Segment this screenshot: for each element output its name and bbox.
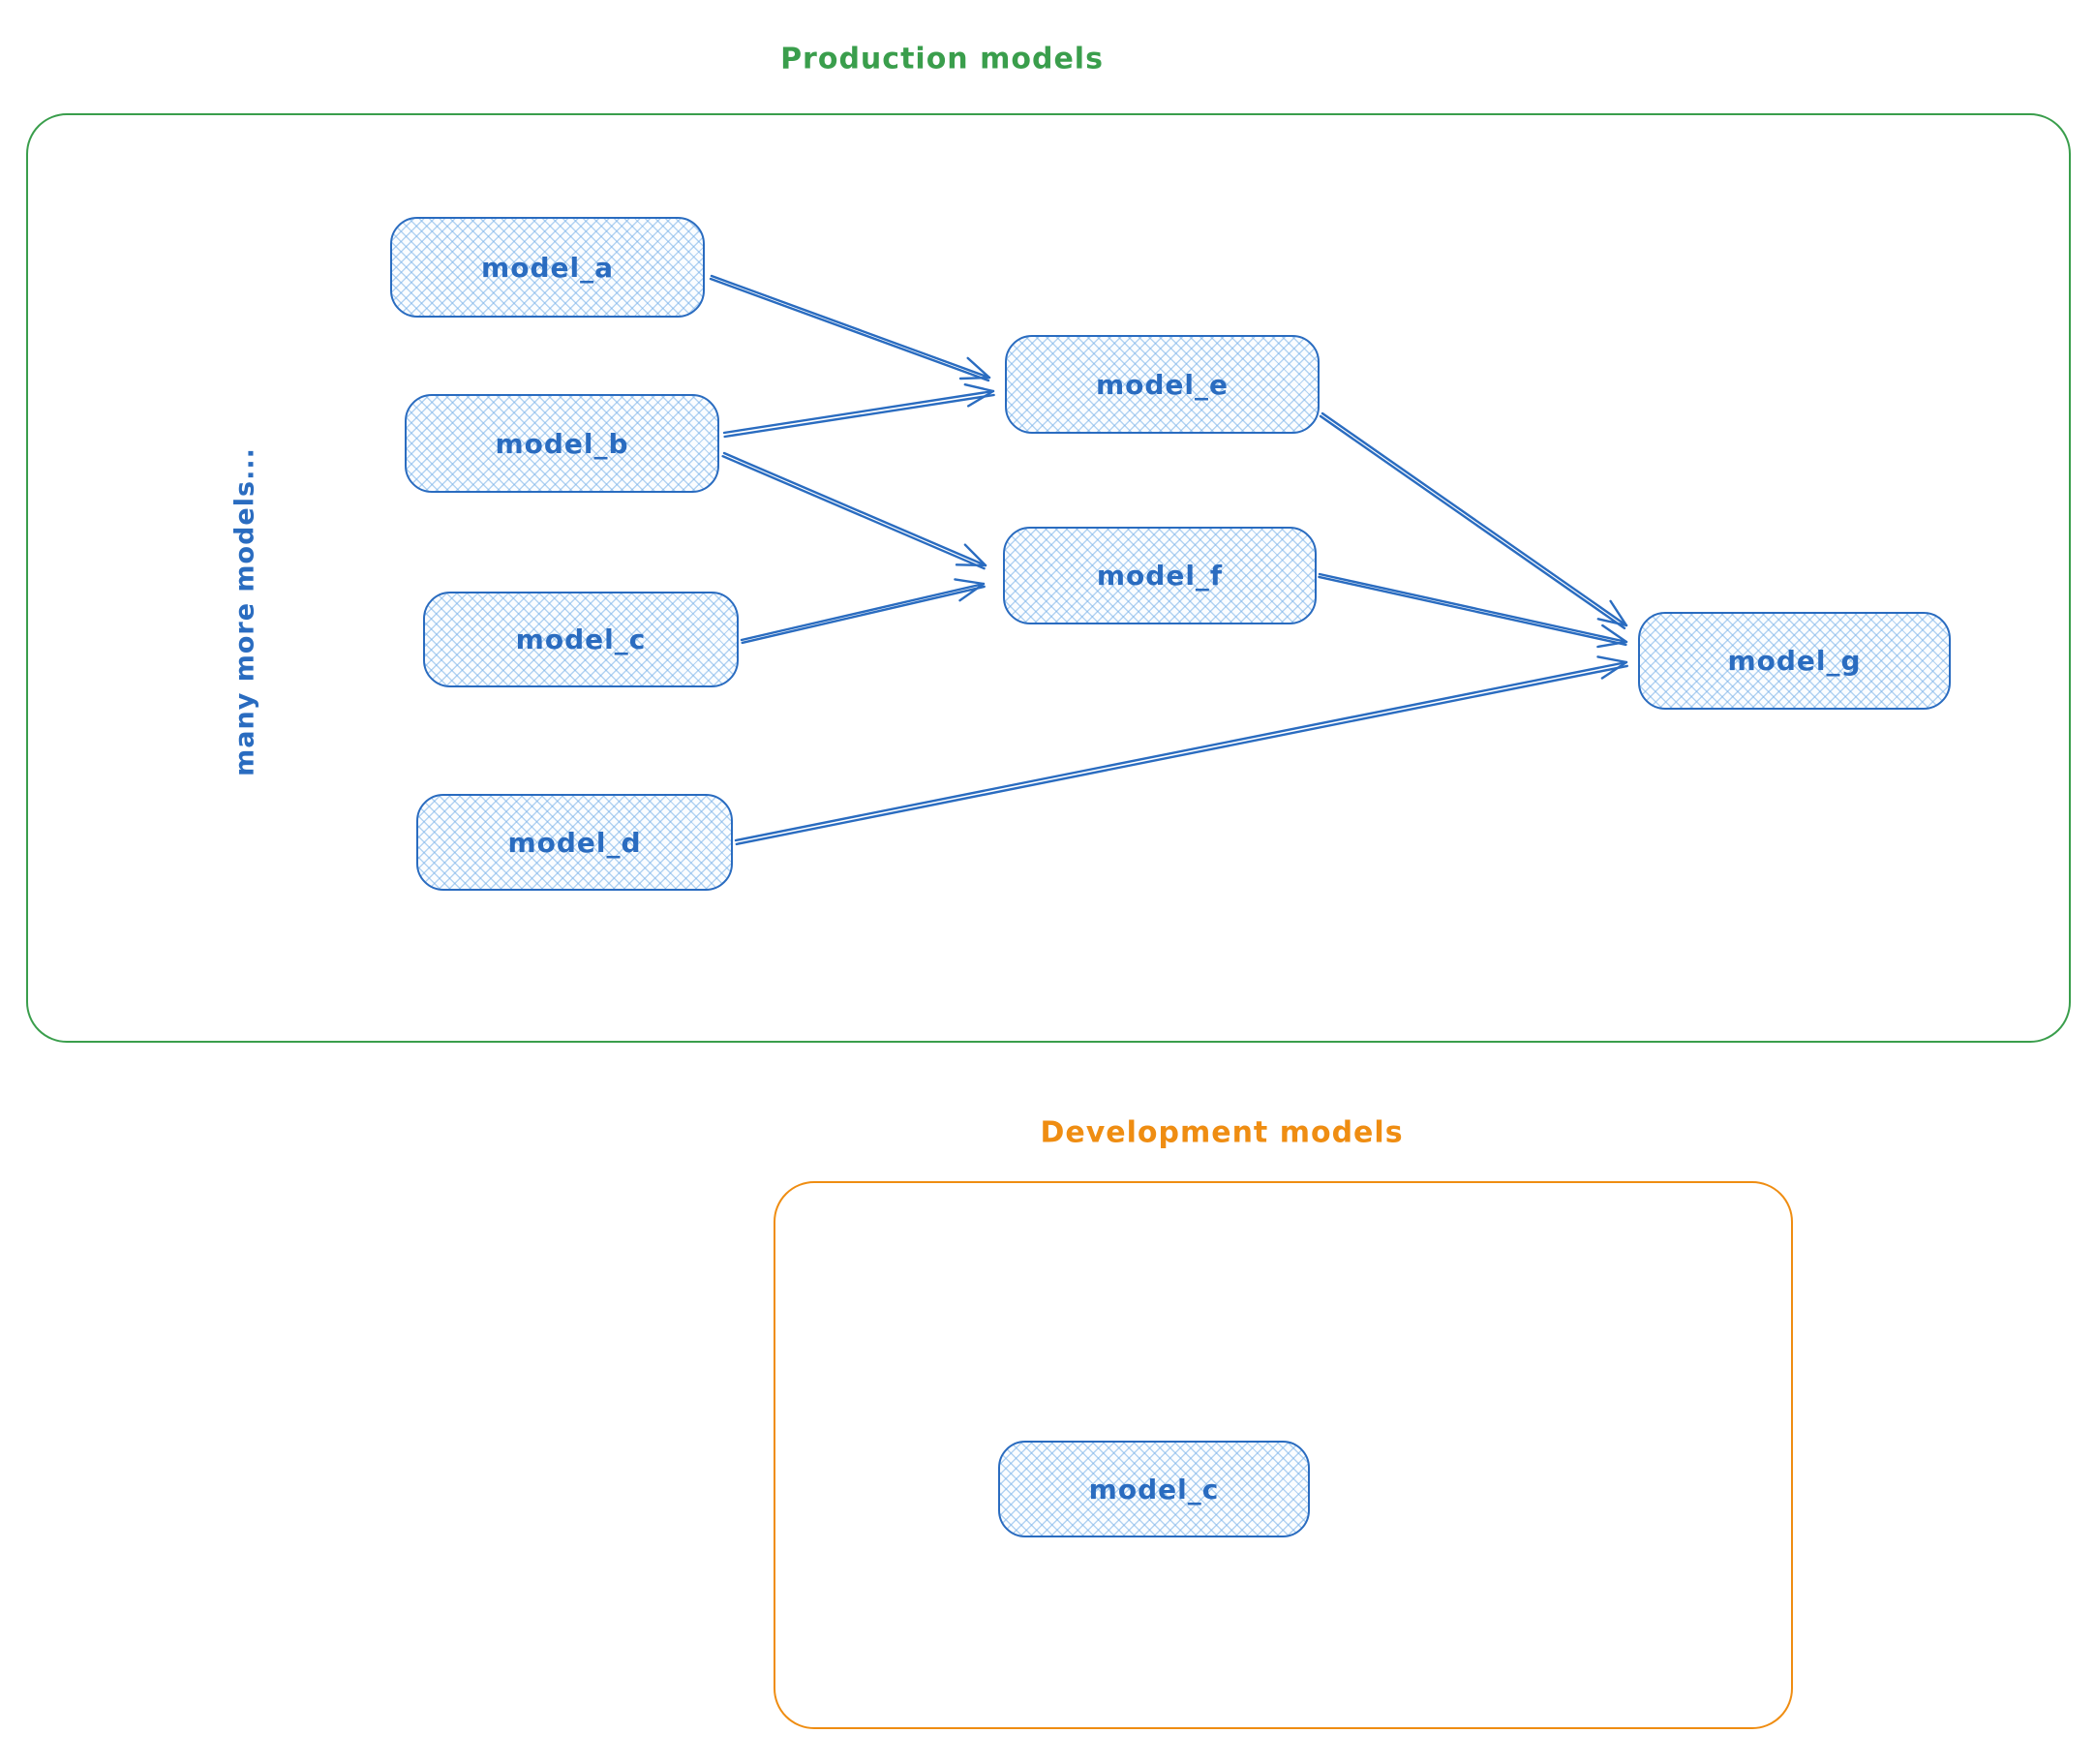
edge-model_a-to-model_e[interactable] [709,274,991,382]
edge-model_c-to-model_f[interactable] [740,578,986,645]
node-model_g-label: model_g [1727,645,1862,677]
node-model_d[interactable]: model_d [416,794,733,891]
development-frame[interactable] [774,1181,1793,1729]
node-model_a[interactable]: model_a [390,217,705,318]
many-more-models-label: many more models... [229,447,260,776]
edge-model_d-to-model_g[interactable] [734,655,1628,846]
node-model_a-label: model_a [481,251,614,284]
production-frame[interactable] [26,113,2071,1043]
node-model_b[interactable]: model_b [405,394,719,493]
node-model_d-label: model_d [507,826,642,859]
development-frame-title: Development models [1040,1115,1404,1150]
node-model_c-label: model_c [515,623,647,655]
edge-model_e-to-model_g[interactable] [1319,411,1628,630]
node-model_g[interactable]: model_g [1638,612,1951,710]
node-dev-model_c[interactable]: model_c [998,1441,1310,1537]
edge-model_b-to-model_e[interactable] [722,383,995,439]
edge-model_b-to-model_f[interactable] [721,451,987,570]
edge-model_f-to-model_g[interactable] [1318,572,1628,649]
node-model_c[interactable]: model_c [423,592,739,687]
node-model_b-label: model_b [495,427,629,460]
node-model_f[interactable]: model_f [1003,527,1317,624]
node-model_f-label: model_f [1096,560,1224,592]
node-model_e[interactable]: model_e [1005,335,1320,434]
node-dev-model_c-label: model_c [1088,1473,1220,1505]
production-frame-title: Production models [780,42,1104,76]
node-model_e-label: model_e [1095,368,1230,401]
